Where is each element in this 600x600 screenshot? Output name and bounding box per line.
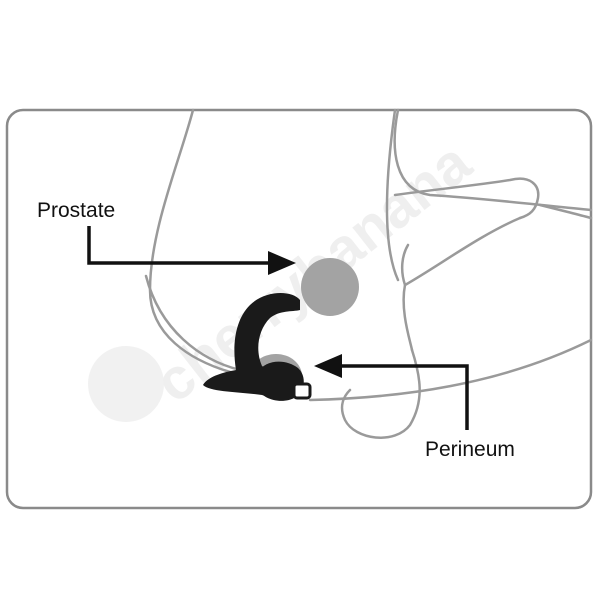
prostate-label: Prostate: [37, 199, 116, 222]
body-outline: [144, 108, 593, 439]
prostate-organ: [301, 258, 359, 316]
perineum-arrow-line: [340, 364, 469, 430]
torso-outline: [385, 108, 400, 282]
prostate-arrow-line: [87, 226, 272, 265]
shaft-outline-bottom: [400, 216, 522, 287]
perineum-arrowhead-icon: [314, 354, 342, 378]
massager-device: [203, 293, 312, 401]
inner-curve-outline: [144, 274, 242, 372]
perineum-label: Perineum: [425, 438, 515, 461]
scrotum-outline: [340, 348, 421, 439]
thigh-lower-outline: [538, 203, 593, 220]
shaft-outline-top: [393, 177, 540, 220]
watermark-logo-icon: [88, 346, 164, 422]
inner-thigh-outline: [402, 283, 414, 352]
massager-battery-cap: [292, 382, 312, 400]
callout-arrows: [87, 226, 469, 430]
lower-body-outline: [308, 338, 593, 402]
prostate-arrowhead-icon: [268, 251, 296, 275]
massager-ribbed-grip: [258, 361, 304, 401]
